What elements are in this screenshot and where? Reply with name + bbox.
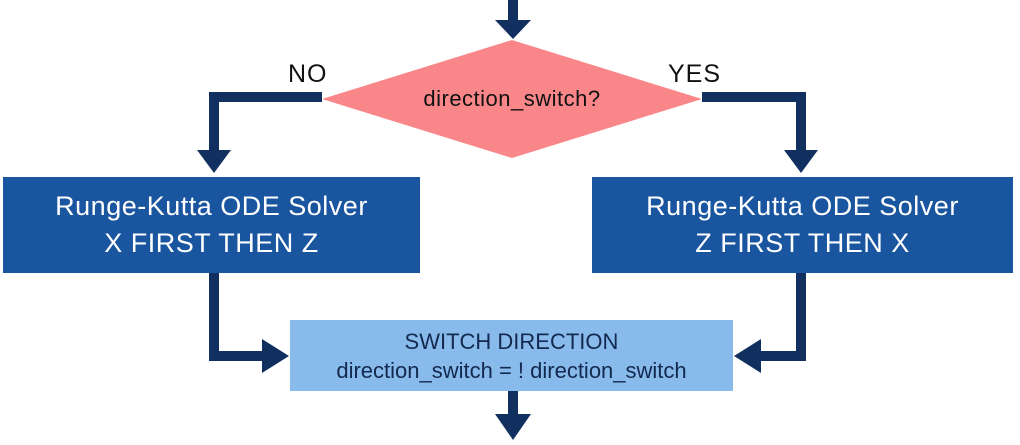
arrowhead-down-icon: [495, 414, 531, 440]
branch-label-yes: YES: [668, 60, 722, 88]
decision-diamond-shape: [322, 40, 702, 158]
arrow-left-to-switch: [209, 272, 289, 373]
arrowhead-down-icon: [197, 150, 231, 173]
arrow-top-entry: [495, 0, 531, 39]
arrow-branch-no: [197, 92, 322, 173]
solver-box-z-first-then-x: Runge-Kutta ODE Solver Z FIRST THEN X: [592, 177, 1013, 273]
arrow-bottom-exit: [495, 391, 531, 440]
switch-box-title: SWITCH DIRECTION: [404, 328, 619, 354]
arrow-branch-yes: [702, 92, 818, 173]
arrowhead-left-icon: [734, 339, 761, 373]
branch-label-no: NO: [288, 60, 328, 88]
arrowhead-right-icon: [262, 339, 289, 373]
solver-box-line1: Runge-Kutta ODE Solver: [646, 191, 959, 221]
solver-box-line2: X FIRST THEN Z: [104, 228, 319, 258]
switch-direction-box: SWITCH DIRECTION direction_switch = ! di…: [290, 320, 733, 391]
solver-box-line2: Z FIRST THEN X: [695, 228, 910, 258]
decision-label: direction_switch?: [423, 86, 601, 111]
arrowhead-down-icon: [495, 20, 531, 39]
arrowhead-down-icon: [784, 150, 818, 173]
solver-box-x-first-then-z: Runge-Kutta ODE Solver X FIRST THEN Z: [3, 177, 420, 273]
arrow-right-to-switch: [734, 272, 806, 373]
solver-box-line1: Runge-Kutta ODE Solver: [55, 191, 368, 221]
switch-box-expression: direction_switch = ! direction_switch: [336, 357, 687, 383]
